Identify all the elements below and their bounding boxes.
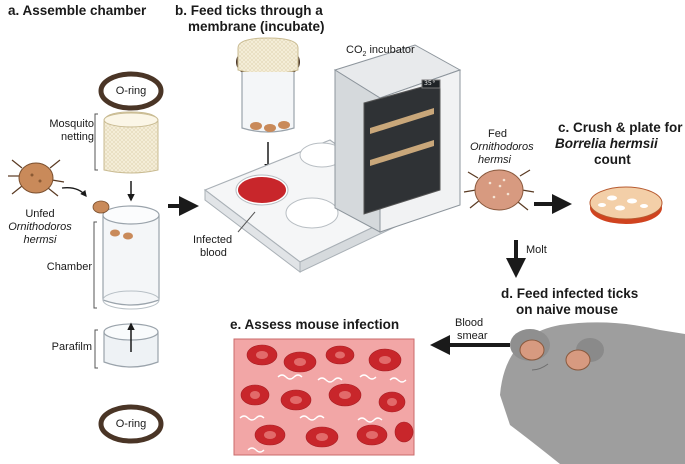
blood-smear-panel [233, 338, 415, 456]
bracket-parafilm [94, 329, 98, 369]
step-d-title-line1: d. Feed infected ticks [501, 286, 639, 301]
oring-top-label: O-ring [115, 85, 147, 97]
unfed-label-line1: Unfed [25, 208, 55, 220]
step-c-title-line2: Borrelia hermsii [555, 136, 658, 151]
incubator-label: CO2 incubator [346, 44, 415, 61]
infected-blood-label-line1: Infected [193, 234, 233, 246]
fed-tick-shape [463, 169, 535, 211]
oring-bottom-label: O-ring [115, 418, 147, 430]
chamber-shape [102, 205, 160, 310]
ticks-on-mouse [519, 339, 591, 371]
incubator-label-suffix: incubator [366, 44, 415, 56]
unfed-label-line2: Ornithodoros [8, 221, 72, 233]
fed-label-line3: hermsi [478, 154, 512, 166]
step-c-title-line1: c. Crush & plate for [558, 120, 683, 135]
parafilm-label: Parafilm [51, 341, 92, 353]
step-e-title: e. Assess mouse infection [230, 317, 400, 332]
incubator-shape [333, 44, 462, 233]
step-b-title-line1: b. Feed ticks through a [175, 3, 323, 18]
bracket-chamber [93, 221, 97, 309]
fed-label-line2: Ornithodoros [470, 141, 534, 153]
incubator-display: 35° [424, 79, 436, 87]
chamber-assembled-shape [236, 37, 300, 133]
infected-blood-label-line2: blood [200, 247, 227, 259]
unfed-tick-shape [8, 159, 65, 197]
blood-smear-label-line1: Blood [455, 317, 484, 329]
step-b-title-line2: membrane (incubate) [188, 19, 325, 34]
molt-label: Molt [526, 244, 547, 256]
oring-top-shape [98, 71, 164, 111]
arrow-unfed-to-chamber [61, 187, 87, 198]
bracket-mosquito [94, 113, 98, 171]
chamber-label: Chamber [46, 261, 92, 273]
ticks-in-chamber [110, 229, 133, 240]
step-a-title: a. Assemble chamber [8, 3, 147, 18]
infected-blood-well [238, 177, 286, 203]
mosquito-label-line1: Mosquito [49, 118, 94, 130]
mosquito-label-line2: netting [60, 131, 94, 143]
tick-entering-chamber [92, 200, 110, 214]
step-c-title-line3: count [594, 152, 631, 167]
petri-dish-shape [589, 186, 663, 224]
incubator-label-sub: 2 [362, 51, 367, 59]
mosquito-netting-shape [103, 111, 159, 174]
infected-blood-pointer [237, 211, 256, 233]
oring-bottom-shape [98, 404, 164, 444]
blood-smear-label-line2: smear [457, 330, 488, 342]
unfed-label-line3: hermsi [23, 234, 57, 246]
incubator-label-prefix: CO [346, 44, 363, 56]
step-d-title-line2: on naive mouse [516, 302, 619, 317]
fed-label-line1: Fed [488, 128, 507, 140]
